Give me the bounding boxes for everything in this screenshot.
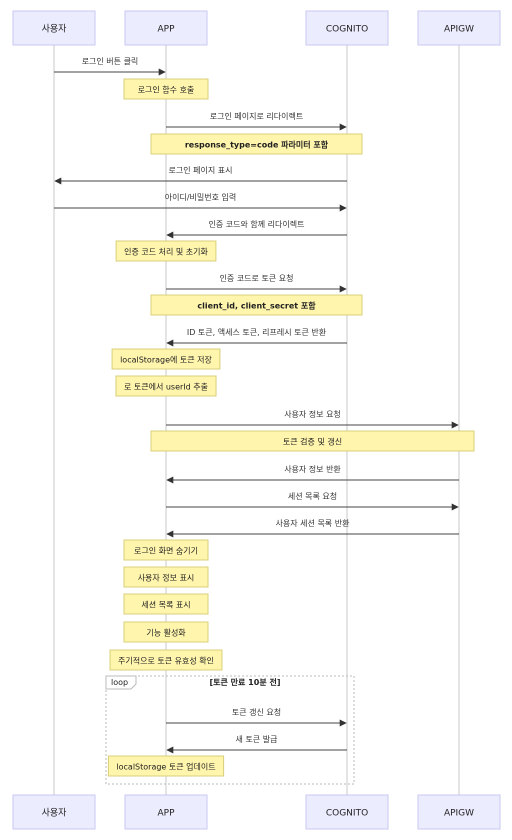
note: 주기적으로 토큰 유효성 확인 — [109, 649, 223, 671]
note-box — [123, 78, 209, 100]
actor-label: APIGW — [444, 809, 474, 819]
message-label: 로그인 페이지 표시 — [169, 165, 233, 175]
note: 사용자 정보 표시 — [123, 566, 209, 588]
note-text: 기능 활성화 — [146, 628, 186, 638]
note: 세션 목록 표시 — [123, 593, 209, 615]
actor-box — [12, 794, 96, 830]
message: 로그인 버튼 클릭 — [54, 56, 166, 76]
note-text: localStorage에 토큰 저장 — [120, 355, 212, 365]
note-box — [111, 348, 221, 370]
actor-cognito-top: COGNITO — [305, 10, 389, 46]
message: 사용자 정보 요청 — [166, 409, 459, 429]
message-label: 사용자 세션 목록 반환 — [276, 518, 351, 528]
note: 로 토큰에서 userId 추출 — [115, 375, 217, 397]
actor-label: COGNITO — [326, 809, 368, 819]
message-label: 로그인 버튼 클릭 — [82, 56, 139, 66]
actor-apigw-bottom: APIGW — [417, 794, 501, 830]
loop-label: loop — [111, 678, 128, 687]
message: 새 토큰 발급 — [166, 734, 347, 754]
note: 로그인 함수 호출 — [123, 78, 209, 100]
message-label: 인증 코드로 토큰 요청 — [220, 273, 294, 283]
actor-label: APP — [157, 809, 175, 819]
note-box — [123, 621, 209, 643]
note-box — [115, 240, 217, 262]
loop-border — [105, 675, 355, 785]
note-box — [150, 294, 363, 316]
note: response_type=code 파라미터 포함 — [150, 133, 363, 155]
message-label: 로그인 페이지로 리다이렉트 — [210, 111, 303, 121]
note: client_id, client_secret 포함 — [150, 294, 363, 316]
message: 사용자 정보 반환 — [166, 464, 459, 484]
actor-label: COGNITO — [326, 25, 368, 35]
note-text: 토큰 검증 및 갱신 — [283, 437, 342, 447]
actor-apigw-top: APIGW — [417, 10, 501, 46]
loop-frame: loop [토큰 만료 10분 전] — [105, 675, 355, 785]
actor-box — [124, 794, 208, 830]
message-label: ID 토큰, 액세스 토큰, 리프레시 토큰 반환 — [187, 327, 327, 337]
loop-condition: [토큰 만료 10분 전] — [210, 677, 281, 687]
message: 세션 목록 요청 — [166, 491, 459, 511]
note-box — [150, 430, 475, 452]
message-label: 사용자 정보 반환 — [284, 464, 341, 474]
note-text: 세션 목록 표시 — [141, 600, 190, 610]
message-label: 사용자 정보 요청 — [284, 409, 341, 419]
message: 사용자 세션 목록 반환 — [166, 518, 459, 538]
note-box — [109, 649, 223, 671]
note: 로그인 화면 숨기기 — [123, 539, 209, 561]
actor-box — [124, 10, 208, 46]
message: 아이디/비밀번호 입력 — [54, 192, 347, 212]
note-box — [123, 539, 209, 561]
note-text: 로그인 함수 호출 — [138, 85, 195, 95]
message-label: 인증 코드와 함께 리다이렉트 — [209, 219, 305, 229]
actor-label: APIGW — [444, 25, 474, 35]
note-text: 로그인 화면 숨기기 — [134, 546, 198, 556]
note-box — [115, 375, 217, 397]
note: localStorage 토큰 업데이트 — [107, 755, 225, 777]
message-label: 아이디/비밀번호 입력 — [165, 192, 236, 202]
note-box — [150, 133, 363, 155]
actor-label: 사용자 — [42, 808, 68, 819]
message: ID 토큰, 액세스 토큰, 리프레시 토큰 반환 — [166, 327, 347, 347]
note-box — [123, 593, 209, 615]
note-text: 로 토큰에서 userId 추출 — [124, 382, 208, 392]
message: 로그인 페이지 표시 — [54, 165, 347, 185]
note-text: 주기적으로 토큰 유효성 확인 — [118, 656, 214, 666]
note: 인증 코드 처리 및 초기화 — [115, 240, 217, 262]
note: 기능 활성화 — [123, 621, 209, 643]
note: 토큰 검증 및 갱신 — [150, 430, 475, 452]
message: 인증 코드와 함께 리다이렉트 — [166, 219, 347, 239]
note-text: response_type=code 파라미터 포함 — [185, 140, 329, 150]
note-text: 인증 코드 처리 및 초기화 — [124, 247, 208, 257]
message-label: 토큰 갱신 요청 — [232, 707, 281, 717]
message-label: 세션 목록 요청 — [288, 491, 337, 501]
message-label: 새 토큰 발급 — [236, 734, 278, 744]
actor-box — [305, 794, 389, 830]
loop-tab — [105, 675, 137, 690]
actor-box — [305, 10, 389, 46]
actor-user-top: 사용자 — [12, 10, 96, 46]
actor-label: APP — [157, 25, 175, 35]
actor-user-bottom: 사용자 — [12, 794, 96, 830]
message: 로그인 페이지로 리다이렉트 — [166, 111, 347, 131]
message: 인증 코드로 토큰 요청 — [166, 273, 347, 293]
actor-box — [417, 794, 501, 830]
note-box — [107, 755, 225, 777]
actor-box — [417, 10, 501, 46]
actor-box — [12, 10, 96, 46]
actor-app-top: APP — [124, 10, 208, 46]
note-box — [123, 566, 209, 588]
actor-app-bottom: APP — [124, 794, 208, 830]
message: 토큰 갱신 요청 — [166, 707, 347, 727]
actor-cognito-bottom: COGNITO — [305, 794, 389, 830]
note: localStorage에 토큰 저장 — [111, 348, 221, 370]
note-text: 사용자 정보 표시 — [138, 573, 195, 583]
note-text: localStorage 토큰 업데이트 — [116, 762, 215, 772]
note-text: client_id, client_secret 포함 — [197, 301, 316, 311]
actor-label: 사용자 — [42, 24, 68, 35]
